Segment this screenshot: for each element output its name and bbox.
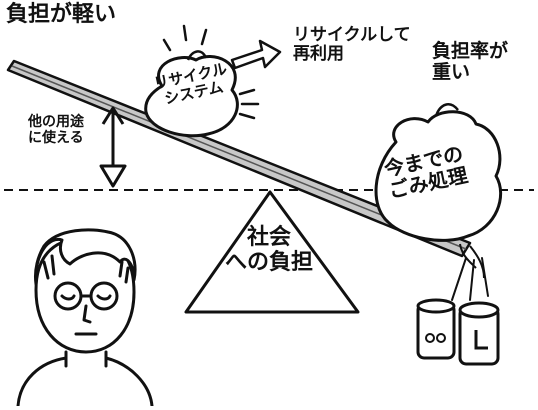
man-figure: [16, 228, 154, 408]
other-use-line-1: 他の用途: [28, 114, 84, 130]
falling-garbage-lines: [451, 257, 489, 301]
emphasis-marks: [162, 24, 260, 120]
can-left: [416, 298, 456, 360]
recycle-reuse-label: リサイクルして 再利用: [293, 25, 411, 65]
society-burden-line-2: への負担: [225, 249, 314, 275]
seesaw-plank: [6, 59, 472, 258]
can-right: [458, 301, 500, 366]
recycle-bag-tie: [186, 50, 208, 61]
heavy-burden-line-1: 負担率が: [432, 40, 509, 62]
up-down-arrow-icon: [99, 106, 127, 188]
waste-bag-tie: [434, 103, 459, 117]
right-arrow-icon: [230, 39, 282, 70]
society-burden-label: 社会 への負担: [225, 225, 314, 275]
heavy-burden-line-2: 重い: [432, 61, 471, 84]
other-use-label: 他の用途 に使える: [28, 114, 84, 146]
heavy-burden-label: 負担率が 重い: [432, 40, 509, 84]
light-burden-label: 負担が軽い: [6, 2, 117, 27]
recycle-reuse-line-2: 再利用: [293, 44, 344, 65]
other-use-line-2: に使える: [28, 129, 84, 146]
recycle-reuse-line-1: リサイクルして: [293, 25, 411, 45]
society-burden-line-1: 社会: [247, 225, 292, 250]
fulcrum-triangle: [184, 190, 360, 314]
recycle-system-bag: [144, 55, 239, 138]
waste-disposal-bag: [374, 110, 503, 242]
